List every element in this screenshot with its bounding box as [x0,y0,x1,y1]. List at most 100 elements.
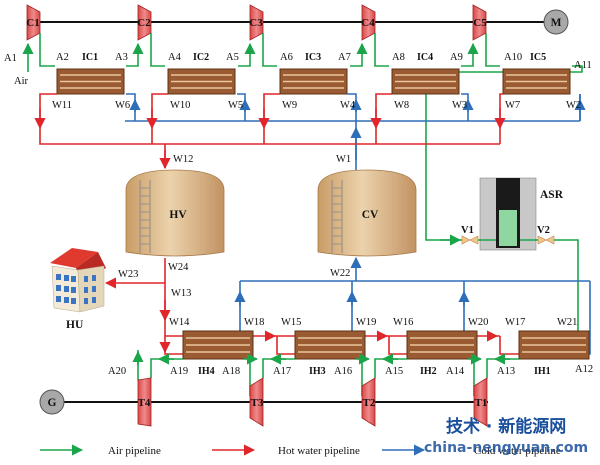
label-ih1: IH1 [534,366,551,377]
label-w2: W2 [566,100,581,111]
label-w22: W22 [330,268,350,279]
watermark-line1: 技术 · 新能源网 [446,416,566,437]
intercooler-ic3 [279,68,348,95]
label-ih3: IH3 [309,366,326,377]
motor-label: M [551,17,562,29]
label-w5: W5 [228,100,243,111]
label-v2: V2 [537,225,550,236]
hot-water-arrows-bottom [159,330,499,354]
label-a9: A9 [450,52,463,63]
valve-v2 [537,235,555,245]
label-ic2: IC2 [193,52,209,63]
watermark: 技术 · 新能源网 china-nengyuan.com [424,416,588,456]
label-a2: A2 [56,52,69,63]
label-a14: A14 [446,366,465,377]
label-w18: W18 [244,317,264,328]
intercooler-ic5 [502,68,571,95]
compressor-c1: C1 [26,4,41,41]
intercooler-ic2 [167,68,236,95]
interheater-ih4 [182,330,254,360]
valve-v1 [461,235,479,245]
hot-water-supply [104,258,171,336]
compressor-c3: C3 [249,4,264,41]
compressor-label: C2 [137,17,151,29]
label-hv: HV [169,209,187,221]
interheater-ih2 [406,330,478,360]
label-w23: W23 [118,269,138,280]
label-w6: W6 [115,100,130,111]
label-a15: A15 [385,366,403,377]
turbine-label: T3 [251,397,264,409]
turbine-label: T2 [363,397,376,409]
hot-water-tank-hv: HV [125,169,225,257]
label-w20: W20 [468,317,488,328]
label-cv: CV [362,209,379,221]
label-a20: A20 [108,366,126,377]
label-w9: W9 [282,100,297,111]
cold-water-tank-cv: CV [317,169,417,257]
legend: Air pipeline Hot water pipeline Cold wat… [40,444,561,457]
label-a10: A10 [504,52,522,63]
air-storage-reservoir: ASR [479,177,564,251]
label-w1: W1 [336,154,351,165]
generator: G [39,389,65,415]
motor: M [543,9,569,35]
label-ih2: IH2 [420,366,437,377]
intercooler-ic1 [56,68,125,95]
compressor-label: C5 [473,17,487,29]
turbine-t2: T2 [361,377,376,427]
compressor-c2: C2 [137,4,152,41]
label-w21: W21 [557,317,577,328]
label-ic4: IC4 [417,52,433,63]
label-asr: ASR [540,189,564,201]
label-a5: A5 [226,52,239,63]
label-w7: W7 [505,100,520,111]
turbine-t1: T1 [473,377,487,427]
label-hu: HU [66,319,84,331]
label-ih4: IH4 [198,366,215,377]
interheater-ih1 [518,330,590,360]
label-w16: W16 [393,317,413,328]
compressor-label: C4 [361,17,375,29]
compressor-label: C3 [249,17,263,29]
label-a18: A18 [222,366,240,377]
cold-water-arrows-bottom [234,290,470,306]
label-air: Air [14,76,29,87]
label-a17: A17 [273,366,291,377]
generator-label: G [48,397,57,409]
label-a6: A6 [280,52,293,63]
legend-air: Air pipeline [108,445,161,457]
legend-hot: Hot water pipeline [278,445,360,457]
label-w15: W15 [281,317,301,328]
compressor-c5: C5 [472,4,487,41]
label-a7: A7 [338,52,351,63]
turbine-label: T4 [138,397,151,409]
label-w3: W3 [452,100,467,111]
label-v1: V1 [461,225,474,236]
interheater-ih3 [294,330,366,360]
label-w17: W17 [505,317,525,328]
label-w19: W19 [356,317,376,328]
label-w14: W14 [169,317,190,328]
label-w12: W12 [173,154,193,165]
label-a16: A16 [334,366,352,377]
turbine-t3: T3 [249,377,264,427]
label-a4: A4 [168,52,182,63]
air-arrows-expansion [132,350,510,365]
label-a12: A12 [575,364,593,375]
legend-cold: Cold water pipeline [474,445,561,457]
label-w10: W10 [170,100,190,111]
compressor-label: C1 [26,17,39,29]
hot-water-header-top [39,93,503,168]
label-ic5: IC5 [530,52,546,63]
intercooler-ic4 [391,68,460,95]
label-w8: W8 [394,100,409,111]
label-a19: A19 [170,366,188,377]
heat-user-building: HU [50,248,106,331]
label-a1: A1 [4,53,17,64]
label-w24: W24 [168,262,189,273]
label-a13: A13 [497,366,515,377]
air-pipes-compression [39,33,583,241]
label-ic3: IC3 [305,52,321,63]
label-w4: W4 [340,100,356,111]
